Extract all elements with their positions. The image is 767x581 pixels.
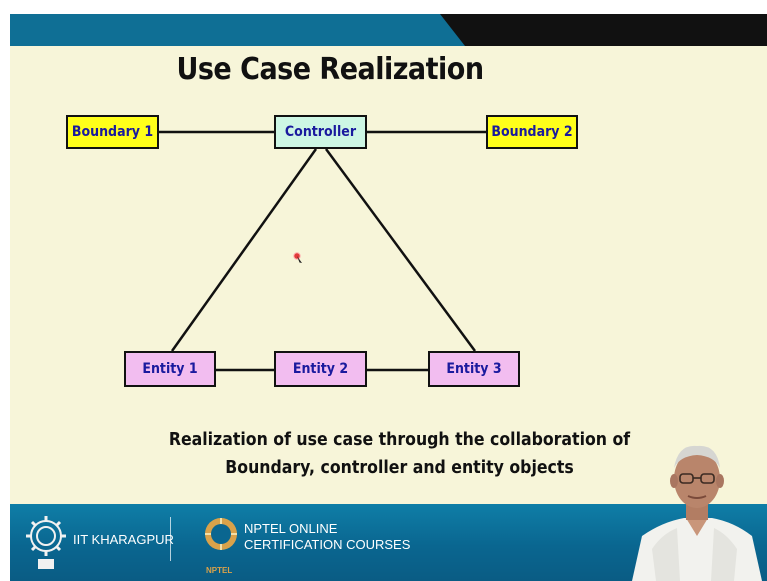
entity-1-box: Entity 1 <box>124 351 216 387</box>
caption-line-2: Boundary, controller and entity objects <box>225 458 574 478</box>
controller-box: Controller <box>274 115 367 149</box>
boundary-2-box: Boundary 2 <box>486 115 578 149</box>
nptel-logo-icon <box>205 518 237 550</box>
presenter-video-inset <box>632 445 762 581</box>
relationship-lines <box>159 130 486 372</box>
slide: Use Case Realization Boundary 1 Controll… <box>10 14 767 581</box>
certification-courses-text: CERTIFICATION COURSES <box>244 537 411 552</box>
edge-controller-entity1 <box>170 148 318 352</box>
iit-kharagpur-logo-icon <box>26 516 66 569</box>
edge-controller-entity3 <box>324 148 477 352</box>
entity-2-box: Entity 2 <box>274 351 367 387</box>
nptel-online-text: NPTEL ONLINE <box>244 521 338 536</box>
entity-3-box: Entity 3 <box>428 351 520 387</box>
boundary-1-box: Boundary 1 <box>66 115 159 149</box>
institute-name: IIT KHARAGPUR <box>73 532 174 547</box>
footer-divider <box>170 517 171 561</box>
slide-title: Use Case Realization <box>176 52 484 87</box>
caption-line-1: Realization of use case through the coll… <box>168 430 631 450</box>
nptel-logo-text: NPTEL <box>206 566 233 575</box>
caption: Realization of use case through the coll… <box>10 426 767 482</box>
laser-pointer-icon <box>293 252 302 263</box>
top-banner <box>10 14 767 46</box>
